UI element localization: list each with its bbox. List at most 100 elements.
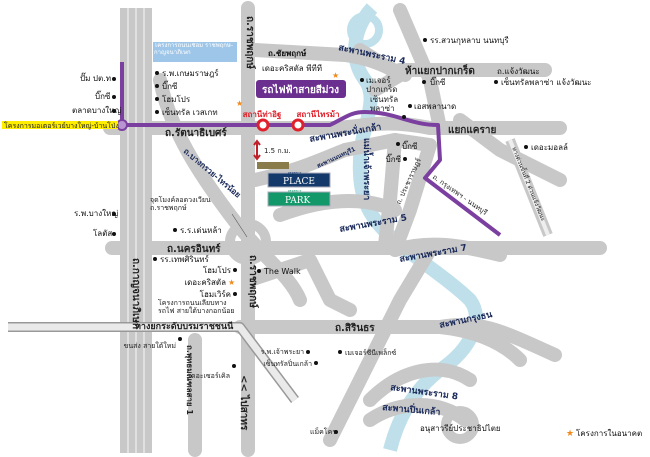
poi-dot-icon xyxy=(403,157,407,161)
poi-label: เดอะคริสตัล xyxy=(184,278,226,287)
river-label: แม่น้ำเจ้าพระยา xyxy=(361,138,374,200)
road-label[interactable]: << ไปสาทร xyxy=(238,375,251,431)
future-star-icon: ★ xyxy=(236,99,243,108)
road-pakkret-nw xyxy=(353,43,407,97)
poi-label: โฮมเวิร์ค xyxy=(200,289,231,299)
poi-dot-icon xyxy=(494,80,498,84)
poi-dot-icon xyxy=(524,145,528,149)
tollway-inner xyxy=(508,139,550,236)
station-tha-it-icon[interactable] xyxy=(256,118,270,132)
road-rama5 xyxy=(273,193,402,222)
poi-label: ร.พ.บางใหญ่ xyxy=(74,209,118,218)
legend-label: โครงการในอนาคต xyxy=(576,428,642,438)
poi-dot-icon xyxy=(233,268,237,272)
perfect-place-logo[interactable]: PERFECT PLACE xyxy=(267,171,331,188)
future-link-wrap: โครงการถนนเชื่อม ราชพฤกษ์-กาญจนาภิเษก xyxy=(154,43,234,56)
poi-label: ร.พ.เกษมราษฎร์ xyxy=(162,68,219,78)
monument-label: อนุสาวรีย์ประชาธิปไตย xyxy=(420,423,501,433)
station-label[interactable]: สถานีท่าอิฐ xyxy=(243,109,282,120)
poi-dot-icon xyxy=(396,142,400,146)
road-rama7 xyxy=(388,237,507,262)
purple-line-label: รถไฟฟ้าสายสีม่วง xyxy=(262,83,339,96)
poi-dot-icon xyxy=(112,232,116,236)
poi-dot-icon xyxy=(153,257,157,261)
station-label[interactable]: สถานีไทรม้า xyxy=(296,109,339,119)
poi-dot-icon xyxy=(422,80,426,84)
park-top-label: PERFECT xyxy=(288,189,302,193)
poi-label: โฮมโปร xyxy=(162,94,191,104)
road-label: ถ.นครอินทร์ xyxy=(167,243,221,255)
road-label: ทางยกระดับบรมราชชนนี xyxy=(135,321,234,332)
khae-rai-junction-label: แยกแคราย xyxy=(448,125,496,136)
developer-logo xyxy=(257,162,289,169)
rail-project-label: โครงการถนนเลียบทางรถไฟ สายใต้บางกอกน้อย xyxy=(158,299,235,316)
purple-line-route xyxy=(120,62,502,237)
poi-dot-icon xyxy=(306,350,310,354)
poi-label: รร.สวนกุหลาบ นนทบุรี xyxy=(430,36,509,45)
poi-dot-icon xyxy=(112,109,116,113)
road-label: ถ. กรุงเทพฯ - นนทบุรี xyxy=(431,173,489,217)
motorway-highlight xyxy=(2,121,118,129)
mayor-pakkret-wrap: เมเจอร์ ปากเกร็ด xyxy=(366,76,398,95)
poi-dot-icon xyxy=(155,84,159,88)
poi-label: เดอะคริสตัล พีทีที xyxy=(262,64,322,73)
distance-label: 1.5 ก.ม. xyxy=(264,147,291,155)
poi-dot-icon xyxy=(232,364,236,368)
road-label: ถ.รัตนาธิเบศร์ xyxy=(165,127,227,139)
poi-dot-icon xyxy=(360,78,364,82)
future-star-icon: ★ xyxy=(566,429,574,439)
poi-dot-icon xyxy=(112,95,116,99)
poi-label: ขนส่ง สายใต้ใหม่ xyxy=(124,341,176,350)
rail-project-wrap: โครงการถนนเลียบทางรถไฟ สายใต้บางกอกน้อย xyxy=(158,299,235,316)
poi-dot-icon xyxy=(233,292,237,296)
future-link-box xyxy=(153,42,237,62)
poi-label: บิ๊กซี xyxy=(162,80,178,91)
road-south-diagonal xyxy=(323,243,437,447)
poi-dot-icon xyxy=(334,430,338,434)
poi-label: เซ็นทรัลพลาซ่า แจ้งวัฒนะ xyxy=(501,77,591,87)
road-rama8 xyxy=(363,362,477,407)
poi-dot-icon xyxy=(178,337,182,341)
legend: ★ โครงการในอนาคต xyxy=(566,428,642,439)
poi-label: เดอะเซอร์เคิล xyxy=(189,372,230,380)
future-link-label: โครงการถนนเชื่อม ราชพฤกษ์-กาญจนาภิเษก xyxy=(154,43,234,56)
poi-dot-icon xyxy=(155,71,159,75)
poi-label: ปั๊ม ปต.ท xyxy=(80,72,111,83)
road-label: ถ.พุทธมณฑลสาย 1 xyxy=(184,345,194,415)
road-label: ถ.กาญจนาภิเษก xyxy=(130,258,142,329)
road-pracharat xyxy=(388,133,437,257)
river-bend xyxy=(347,12,383,48)
poi-dot-icon xyxy=(173,228,177,232)
poi-dot-icon xyxy=(112,77,116,81)
future-star-icon: ★ xyxy=(332,71,339,80)
pakkret-junction-label: ห้าแยกปากเกร็ด xyxy=(405,63,475,77)
poi-label: The Walk xyxy=(263,267,301,276)
road-south-link xyxy=(243,253,357,317)
poi-label: รร.เทพศิรินทร์ xyxy=(160,254,210,264)
poi-label: โฮมโปร xyxy=(203,265,232,275)
road-label: ถ.ราชพฤกษ์ xyxy=(244,16,256,69)
road-label: ทางด่วนขั้นที่ 2 ด่วนแจ้งวัฒนะ xyxy=(510,145,549,222)
place-label: PLACE xyxy=(283,177,315,187)
poi-label: บิ๊กซี xyxy=(402,140,418,151)
road-krungthon xyxy=(433,320,527,367)
poi-label: บิ๊กซี xyxy=(95,90,111,101)
interchange-pointer xyxy=(231,213,248,238)
poi-dot-icon xyxy=(257,269,261,273)
poi-label: ร.ร.เด่นหล้า xyxy=(180,226,222,235)
poi-label: เซ็นทรัล พลาซ่า xyxy=(370,95,399,114)
poi-label: เมเจอร์ ปากเกร็ด xyxy=(366,76,398,95)
poi-label: ตลาดบางใหญ่ xyxy=(72,106,121,115)
monument-circle xyxy=(441,406,479,444)
poi-dot-icon xyxy=(155,97,159,101)
roundabout xyxy=(225,219,271,265)
distance-arrow-icon xyxy=(253,139,261,161)
perfect-park-logo[interactable]: PERFECT PARK xyxy=(267,189,331,207)
poi-label: บิ๊กซี xyxy=(430,76,446,87)
poi-label: เอสพลานาด xyxy=(414,102,456,111)
poi-dot-icon xyxy=(423,38,427,42)
station-sai-ma-icon[interactable] xyxy=(291,118,305,132)
purple-line-badge xyxy=(256,80,346,98)
road-label: ถ.ชัยพฤกษ์ xyxy=(268,48,307,58)
